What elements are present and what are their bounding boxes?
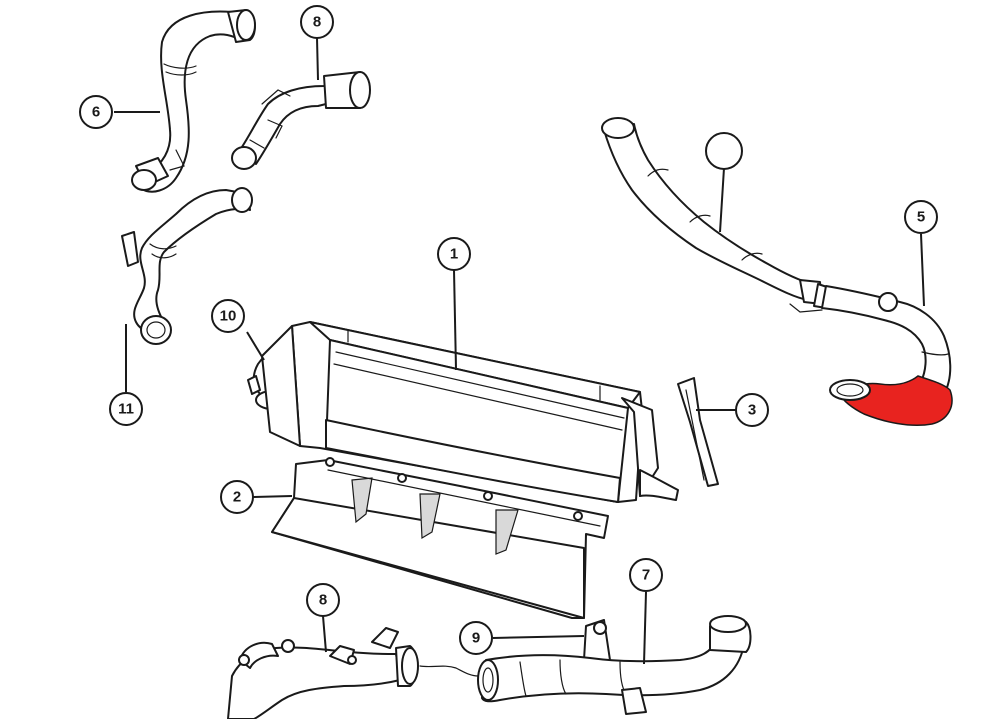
svg-text:8: 8: [319, 592, 327, 609]
part-5-hose: [821, 285, 953, 427]
callout-4-blank: [705, 132, 743, 170]
callout-9: 9: [459, 621, 493, 655]
part-6-hose: [131, 9, 256, 193]
svg-text:3: 3: [748, 402, 756, 419]
svg-text:9: 9: [472, 630, 480, 647]
callout-8-upper: 8: [300, 5, 334, 39]
svg-text:8: 8: [313, 14, 321, 31]
leader-lines: [114, 37, 925, 665]
part-3-seal: [677, 377, 719, 487]
callout-3: 3: [735, 393, 769, 427]
callout-8-lower: 8: [306, 583, 340, 617]
callout-7: 7: [629, 558, 663, 592]
svg-text:11: 11: [118, 401, 134, 418]
part-2-deflector: [271, 457, 609, 619]
callout-2: 2: [220, 480, 254, 514]
svg-text:2: 2: [233, 489, 241, 506]
callout-5: 5: [904, 200, 938, 234]
callout-1: 1: [437, 237, 471, 271]
part-7-pipe: [477, 615, 752, 715]
svg-text:6: 6: [92, 104, 100, 121]
part-11-hose: [121, 187, 253, 345]
svg-text:10: 10: [220, 308, 237, 325]
callout-6: 6: [79, 95, 113, 129]
part-8-hose-upper: [231, 71, 371, 170]
callout-11: 11: [109, 392, 143, 426]
svg-text:7: 7: [642, 567, 650, 584]
part-1-intercooler: [261, 321, 679, 503]
callout-10: 10: [211, 299, 245, 333]
svg-text:5: 5: [917, 209, 925, 226]
svg-text:1: 1: [450, 246, 458, 263]
part-8-hose-lower: [227, 627, 479, 719]
